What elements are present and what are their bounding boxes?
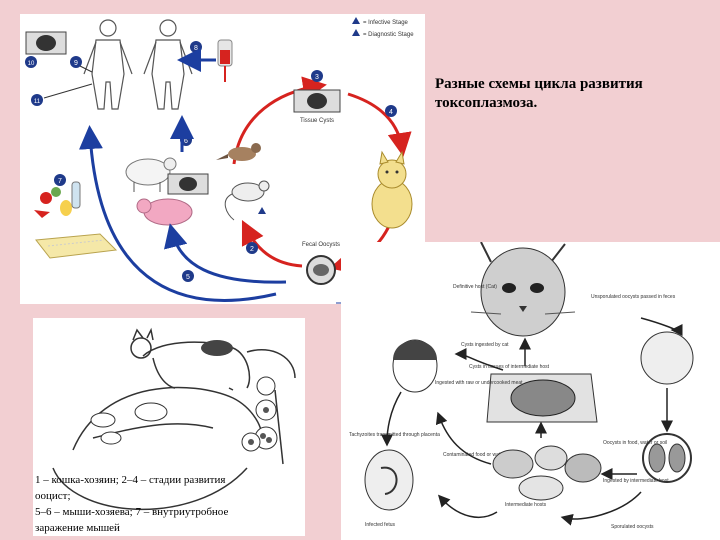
svg-text:6: 6 — [184, 138, 188, 145]
svg-text:7: 7 — [58, 178, 62, 185]
intermediate-hosts-label: Intermediate hosts — [505, 502, 547, 508]
sporulated-label: Sporulated oocysts — [611, 524, 654, 530]
woman-head-icon — [393, 340, 437, 392]
mouse-cycle-svg — [33, 318, 305, 536]
tachyzoites-label: Tachyzoites transmitted through placenta — [349, 432, 440, 438]
intermediate-hosts-icon — [493, 446, 601, 500]
unsporulated-label: Unsporulated oocysts passed in feces — [591, 294, 676, 300]
tissue-cysts-icon — [294, 90, 340, 112]
ingested-intermediate-label: Ingested by intermediate host — [603, 478, 669, 484]
svg-text:4: 4 — [389, 109, 393, 116]
fecal-oocyst-icon — [307, 256, 335, 284]
caption-line-4: заражение мышей — [35, 522, 120, 535]
svg-text:10: 10 — [28, 61, 35, 67]
fruit-vegetables-icon — [34, 182, 80, 218]
cysts-ingested-label: Cysts ingested by cat — [461, 342, 509, 348]
mouse-sketch-icon — [91, 403, 167, 444]
legend-diagnostic: = Diagnostic Stage — [363, 32, 414, 38]
mouse-cycle-diagram — [33, 318, 305, 536]
caption-line-1: 1 – кошка-хозяин; 2–4 – стадии развития — [35, 474, 225, 487]
svg-text:5: 5 — [186, 274, 190, 281]
litter-box-icon — [36, 234, 116, 258]
meat-cyst-icon — [168, 174, 208, 194]
definitive-host-label: Definitive host (Cat) — [453, 284, 497, 290]
caption-line-3: 5–6 – мыши-хозяева; 7 – внутриутробное — [35, 506, 228, 519]
cysts-tissues-label: Cysts in tissues of intermediate host — [469, 364, 550, 370]
ingested-meat-label: Ingested with raw or undercooked meat — [435, 380, 523, 386]
svg-text:2: 2 — [250, 246, 254, 253]
blood-bag-icon — [218, 40, 232, 82]
caption-line-2: ооцист; — [35, 490, 71, 503]
svg-text:8: 8 — [194, 45, 198, 52]
svg-text:11: 11 — [34, 99, 41, 105]
cat-icon — [372, 152, 412, 228]
fecal-oocysts-label: Fecal Oocysts — [302, 242, 340, 248]
oocysts-food-label: Oocysts in food, water or soil — [603, 440, 667, 446]
tissue-cyst-icon — [26, 32, 66, 54]
intestine-icon — [201, 340, 233, 356]
pig-icon — [137, 199, 192, 225]
rat-icon — [225, 181, 269, 220]
tissue-cysts-label: Tissue Cysts — [300, 118, 334, 124]
unsporulated-oocyst-icon — [641, 332, 693, 384]
infective-stage-icon — [352, 17, 360, 24]
infected-fetus-label: Infected fetus — [365, 522, 396, 528]
svg-text:9: 9 — [74, 60, 78, 67]
legend-infective: = Infective Stage — [363, 20, 409, 26]
diagnostic-stage-icon — [352, 29, 360, 36]
svg-text:3: 3 — [315, 74, 319, 81]
human-figures-icon — [84, 20, 192, 109]
lifecycle-diagram: Definitive host (Cat) Unsporulated oocys… — [341, 242, 720, 540]
lifecycle-svg: Definitive host (Cat) Unsporulated oocys… — [341, 242, 720, 540]
page-title: Разные схемы цикла развития токсоплазмоз… — [435, 75, 705, 113]
fetus-icon — [365, 450, 413, 510]
